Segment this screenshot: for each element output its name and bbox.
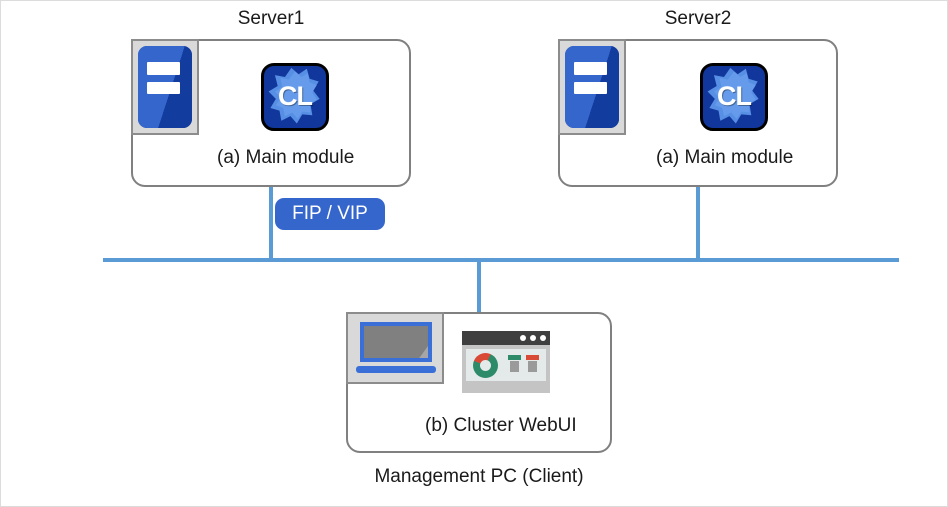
server-rack-icon xyxy=(558,39,626,135)
laptop-screen xyxy=(360,322,432,362)
server1-card[interactable]: CL (a) Main module xyxy=(131,39,411,187)
indicator-stem xyxy=(510,361,519,372)
server1-network-drop xyxy=(269,187,273,262)
server-rack-icon xyxy=(131,39,199,135)
cl-splash-shape xyxy=(268,67,320,124)
browser-content xyxy=(466,349,546,381)
server1-title: Server1 xyxy=(237,8,305,29)
laptop-icon xyxy=(346,312,444,384)
browser-titlebar xyxy=(462,331,550,345)
indicator-cap xyxy=(526,355,539,360)
status-indicator-red xyxy=(526,355,539,372)
browser-dot-icon xyxy=(540,335,546,341)
server-rack-slot xyxy=(146,82,181,95)
server-rack-slot xyxy=(146,62,181,75)
donut-chart-icon xyxy=(473,353,498,378)
server2-network-drop xyxy=(696,187,700,262)
server-rack-slot xyxy=(573,62,608,75)
server2-module-caption: (a) Main module xyxy=(656,147,794,168)
clusterpro-cl-icon: CL xyxy=(700,63,768,131)
laptop-screen-glare xyxy=(404,326,428,358)
fip-vip-badge[interactable]: FIP / VIP xyxy=(275,198,385,230)
cl-icon-label: CL xyxy=(717,80,752,111)
server2-title: Server2 xyxy=(664,8,732,29)
cl-splash-shape xyxy=(707,67,759,124)
management-pc-card[interactable]: (b) Cluster WebUI xyxy=(346,312,612,453)
status-indicator-green xyxy=(508,355,521,372)
laptop-screen-glare xyxy=(399,336,428,358)
network-bus-line xyxy=(103,258,899,262)
clusterpro-cl-icon: CL xyxy=(261,63,329,131)
browser-dot-icon xyxy=(530,335,536,341)
server-rack-body xyxy=(138,46,192,128)
browser-dot-icon xyxy=(520,335,526,341)
server2-card[interactable]: CL (a) Main module xyxy=(558,39,838,187)
management-pc-title: Management PC (Client) xyxy=(374,466,584,487)
server-rack-slot xyxy=(573,82,608,95)
indicator-stem xyxy=(528,361,537,372)
management-pc-module-caption: (b) Cluster WebUI xyxy=(425,415,577,436)
browser-webui-icon xyxy=(462,331,550,393)
management-pc-network-drop xyxy=(477,258,481,314)
indicator-cap xyxy=(508,355,521,360)
laptop-base xyxy=(356,366,436,373)
cl-icon-label: CL xyxy=(278,80,313,111)
server-rack-body xyxy=(565,46,619,128)
server1-module-caption: (a) Main module xyxy=(217,147,355,168)
